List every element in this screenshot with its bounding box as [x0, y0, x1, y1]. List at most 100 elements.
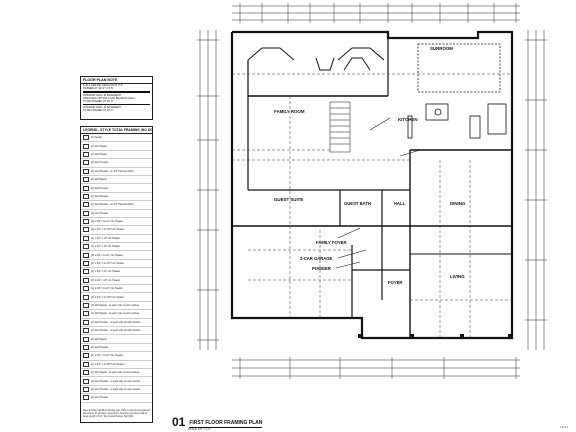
legend-footer: Steel function identifies framing type. … — [83, 410, 151, 418]
legend-row-label: (3) 2x12 Header — [91, 396, 109, 400]
room-label-guest-bath: GUEST BATH — [344, 201, 371, 206]
legend-row-label: (3) 2x12 Header — [91, 194, 109, 198]
legend-swatch — [83, 177, 89, 183]
legend-row: (2) 2x8 Header - at each side of each wi… — [81, 310, 152, 319]
note-line: INDICATES OPTION LOAD BEARING WALL — [83, 97, 136, 100]
room-label-dining: DINING — [450, 201, 466, 206]
legend-row-label: (3) 2x12 Header - w/ 1/2" Plywood Flitch — [91, 203, 134, 207]
legend-swatch — [83, 219, 89, 225]
legend-row: (3) 1-3/4" x 16" LVL Header — [81, 277, 152, 286]
legend-row: (2) 1-3/4" x 14" LVL Header — [81, 235, 152, 244]
legend-swatch — [83, 227, 89, 233]
note-line: TO BE FRAMED AT 10'-0" — [83, 100, 114, 104]
legend-row-label: (3) 2x10 Header — [91, 345, 109, 349]
legend-row-label: (2) 2x10 Header — [91, 161, 109, 165]
legend-row-label: (3) 1-3/4" x 16" LVL Header — [91, 278, 121, 282]
legend-rows: 2x Header (2) 2x6 Header (2) 2x8 Header (2)… — [81, 134, 152, 403]
framing-legend: LEGEND - STYLE TOTAL FRAMING (NO SCOPE) … — [80, 126, 153, 423]
legend-row: (2) 2x6 Header — [81, 142, 152, 151]
legend-row: (3) 2x10 Header — [81, 344, 152, 353]
legend-row-label: (3) 1-3/4" x 11-7/8" LVL Header — [91, 262, 125, 266]
legend-swatch — [83, 319, 89, 325]
legend-row-label: (3) 2x12 Header - at each side of each w… — [91, 329, 141, 333]
legend-row: (3) 2x10 Header — [81, 184, 152, 193]
legend-row-label: (4) 2x12 Header — [91, 211, 109, 215]
legend-row: (3) 2x12 Header - at each side of each w… — [81, 327, 152, 336]
legend-swatch — [83, 370, 89, 376]
legend-row-label: (3) 2x8 Header — [91, 178, 107, 182]
beam-lines — [232, 73, 512, 338]
legend-swatch — [83, 168, 89, 174]
legend-row: (3) 2x12 Header — [81, 193, 152, 202]
legend-swatch — [83, 269, 89, 275]
legend-row: (2) 2x6 Header - at each side of each wi… — [81, 302, 152, 311]
room-label-living: LIVING — [450, 274, 465, 279]
legend-row: 2x Header — [81, 134, 152, 143]
legend-swatch — [83, 244, 89, 250]
sheet-reference: LP-1.1 — [560, 426, 568, 429]
legend-row: (2) 1-3/4" x 11-7/8" LVL Header — [81, 226, 152, 235]
floor-plan-notes: FLOOR PLAN NOTE 1. ALL CEILING HEIGHTS A… — [80, 76, 153, 120]
legend-swatch — [83, 311, 89, 317]
legend-row: (2) 1-3/4" x 9-1/2" LVL Header — [81, 218, 152, 227]
legend-row-label: (2) 1-3/4" x 9-1/2" LVL Header — [91, 287, 123, 291]
porch-columns — [358, 334, 512, 338]
legend-row-label: (2) 2x6 Header - at each side of each wi… — [91, 371, 140, 375]
legend-swatch — [83, 160, 89, 166]
legend-swatch — [83, 151, 89, 157]
legend-swatch — [83, 286, 89, 292]
legend-swatch — [83, 361, 89, 367]
legend-swatch — [83, 235, 89, 241]
legend-row-label: (2) 1-3/4" x 11-7/8" LVL Header — [91, 228, 125, 232]
legend-row: (2) 2x6 Header - at each side of each wi… — [81, 369, 152, 378]
legend-row-label: (2) 1-3/4" x 11-7/8" LVL Header — [91, 295, 125, 299]
legend-swatch — [83, 328, 89, 334]
note-line: TO BE FRAMED AT 10'-0" — [83, 109, 114, 113]
legend-swatch — [83, 210, 89, 216]
wall-symbol-thin — [83, 104, 150, 106]
note-line: FRAMED AT 10'-0" U.O.N. — [83, 87, 114, 91]
sheet-title: FIRST FLOOR FRAMING PLAN — [189, 420, 263, 428]
legend-swatch — [83, 294, 89, 300]
stair-treads — [329, 101, 351, 153]
notes-title: FLOOR PLAN NOTE — [81, 77, 152, 84]
sheet-scale: SCALE: 1/8" = 1'-0" — [188, 428, 211, 431]
room-label-family-foyer: FAMILY FOYER — [316, 240, 346, 245]
legend-row-label: (2) 1-3/4" x 16" LVL Header — [91, 245, 121, 249]
legend-swatch — [83, 378, 89, 384]
legend-row-label: (3) 2x10 Header - at each side of each w… — [91, 320, 141, 324]
note-line: 1. ALL CEILING HEIGHTS AT 9'-0" — [83, 84, 124, 87]
legend-swatch — [83, 386, 89, 392]
legend-row-label: (2) 1-3/4" x 9-1/2" LVL Header — [91, 220, 123, 224]
legend-row-label: (2) 1-3/4" x 11-7/8" LVL Header — [91, 362, 125, 366]
room-label-hall: HALL — [394, 201, 406, 206]
sheet-number: 01 — [172, 415, 186, 429]
legend-swatch — [83, 277, 89, 283]
kitchen-features — [407, 43, 507, 139]
legend-swatch — [83, 344, 89, 350]
legend-row: (2) 1-3/4" x 11-7/8" LVL Header — [81, 361, 152, 369]
exterior-walls — [230, 30, 514, 340]
legend-row-label: (2) 2x12 Header - w/ 1/2" Plywood Flitch — [91, 169, 134, 173]
legend-swatch — [83, 336, 89, 342]
legend-swatch — [83, 353, 89, 359]
legend-row: (2) 2x10 Header — [81, 159, 152, 168]
legend-row-label: (2) 2x6 Header — [91, 144, 107, 148]
room-label-family-room: FAMILY ROOM — [274, 109, 305, 114]
legend-swatch — [83, 193, 89, 199]
legend-row: (2) 2x12 Header - at each side of each w… — [81, 377, 152, 386]
legend-row-label: (2) 2x8 Header - at each side of each wi… — [91, 312, 140, 316]
legend-row: (2) 2x8 Header — [81, 151, 152, 160]
wall-symbol-thick — [83, 91, 150, 93]
legend-row: (3) 1-3/4" x 9-1/2" LVL Header — [81, 251, 152, 260]
legend-row-label: (2) 2x8 Header — [91, 152, 107, 156]
legend-row-label: (2) 2x12 Header - at each side of each w… — [91, 379, 141, 383]
legend-row: (2) 1-3/4" x 16" LVL Header — [81, 243, 152, 252]
legend-swatch — [83, 143, 89, 149]
legend-row-label: 2x Header — [91, 136, 103, 140]
legend-row: (2) 1-3/4" x 9-1/2" LVL Header — [81, 352, 152, 361]
legend-swatch — [83, 395, 89, 401]
room-label-garage: 2-CAR GARAGE — [300, 256, 333, 261]
legend-title: LEGEND - STYLE TOTAL FRAMING (NO SCOPE) — [81, 128, 152, 134]
